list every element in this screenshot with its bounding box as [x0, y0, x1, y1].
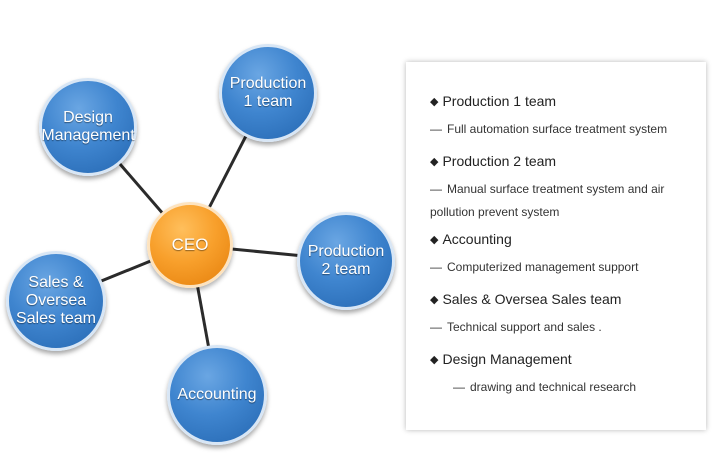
- entry-description: —Manual surface treatment system and air…: [430, 178, 694, 224]
- description-panel: ◆Production 1 team —Full automation surf…: [406, 62, 706, 430]
- entry-production-2: ◆Production 2 team —Manual surface treat…: [430, 152, 694, 224]
- dash-icon: —: [430, 182, 442, 196]
- entry-title: ◆Sales & Oversea Sales team: [430, 290, 694, 310]
- entry-title-text: Accounting: [442, 231, 512, 247]
- diamond-bullet-icon: ◆: [430, 294, 439, 306]
- entry-description-text: Computerized management support: [447, 260, 639, 274]
- dash-icon: —: [430, 320, 442, 334]
- entry-description: — drawing and technical research: [430, 376, 694, 399]
- node-ceo: CEO: [147, 202, 233, 288]
- entry-title: ◆Production 2 team: [430, 152, 694, 172]
- entry-title-text: Production 2 team: [442, 153, 557, 169]
- entry-production-1: ◆Production 1 team — Full automation surf…: [430, 92, 694, 141]
- dash-icon: —: [453, 380, 465, 394]
- entry-description: — Full automation surface treatment syste…: [430, 118, 694, 141]
- entry-description-text: drawing and technical research: [470, 380, 637, 394]
- entry-sales-oversea: ◆Sales & Oversea Sales team — Technical s…: [430, 290, 694, 339]
- entry-description: — Computerized management support: [430, 256, 694, 279]
- entry-description-text: Technical support and sales .: [447, 320, 602, 334]
- node-accounting: Accounting: [167, 345, 267, 445]
- entry-title-text: Sales & Oversea Sales team: [442, 291, 622, 307]
- entry-title: ◆Production 1 team: [430, 92, 694, 112]
- entry-description-text: Manual surface treatment system and air …: [430, 182, 665, 219]
- entry-design-management: ◆Design Management — drawing and technica…: [430, 350, 694, 399]
- entry-title-text: Design Management: [442, 351, 572, 367]
- node-production-2: Production 2 team: [297, 212, 395, 310]
- entry-title: ◆Design Management: [430, 350, 694, 370]
- entry-accounting: ◆Accounting — Computerized management sup…: [430, 230, 694, 279]
- entry-title-text: Production 1 team: [442, 93, 557, 109]
- diamond-bullet-icon: ◆: [430, 96, 439, 108]
- diamond-bullet-icon: ◆: [430, 354, 439, 366]
- dash-icon: —: [430, 122, 442, 136]
- dash-icon: —: [430, 260, 442, 274]
- org-diagram: Design Management Production 1 team Prod…: [6, 44, 395, 445]
- entry-title: ◆Accounting: [430, 230, 694, 250]
- diamond-bullet-icon: ◆: [430, 156, 439, 168]
- node-production-1: Production 1 team: [219, 44, 317, 142]
- entry-description-text: Full automation surface treatment system: [447, 122, 668, 136]
- diamond-bullet-icon: ◆: [430, 234, 439, 246]
- node-design-management: Design Management: [39, 78, 137, 176]
- entry-description: — Technical support and sales .: [430, 316, 694, 339]
- node-sales-oversea: Sales & Oversea Sales team: [6, 251, 106, 351]
